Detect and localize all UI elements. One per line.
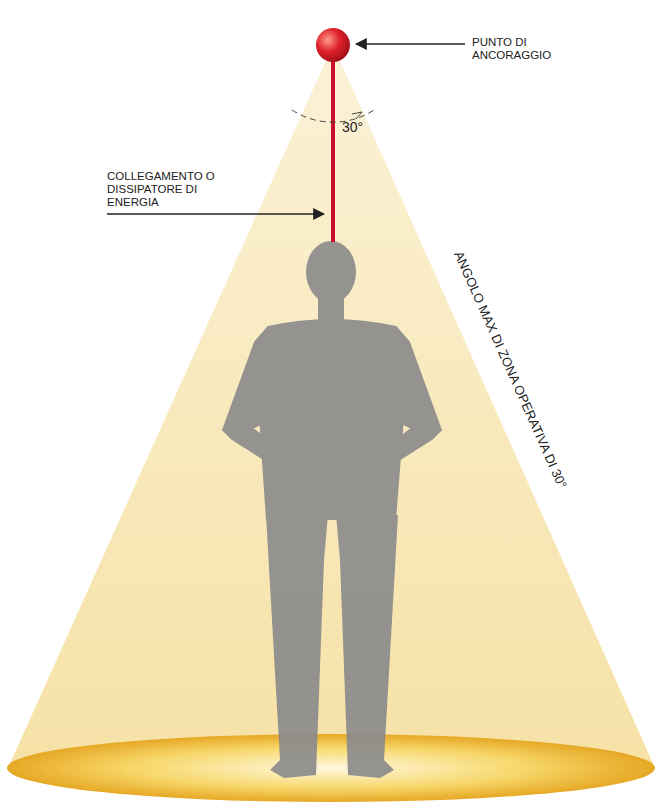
anchor-point bbox=[316, 28, 350, 62]
leader-arrow bbox=[107, 213, 324, 215]
cone-base bbox=[7, 734, 655, 802]
lanyard bbox=[331, 58, 335, 242]
person-silhouette bbox=[222, 241, 442, 778]
anchor-label: PUNTO DI ANCORAGGIO bbox=[472, 36, 572, 62]
connector-label: COLLEGAMENTO O DISSIPATORE DI ENERGIA bbox=[107, 170, 219, 209]
operating-cone bbox=[8, 45, 655, 768]
leader-arrow bbox=[356, 43, 465, 45]
angle-tick bbox=[352, 112, 362, 119]
angle-value: 30° bbox=[342, 121, 382, 134]
